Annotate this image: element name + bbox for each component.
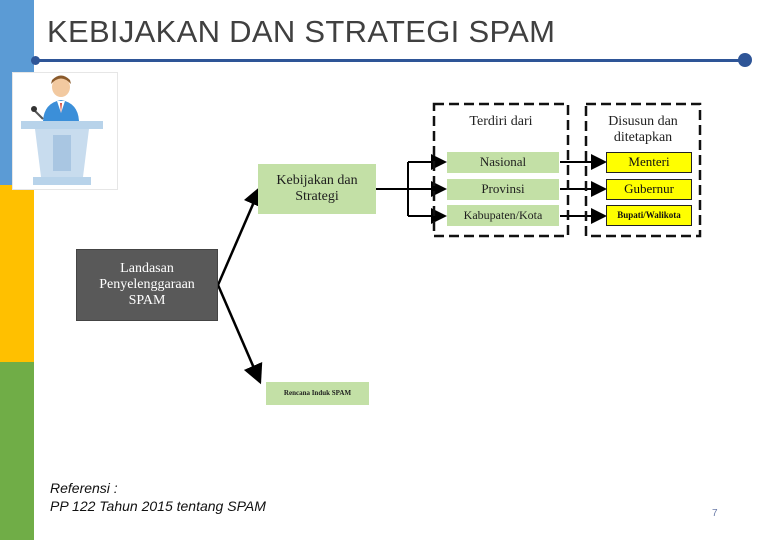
node-kebijakan-strategi: Kebijakan dan Strategi	[258, 164, 376, 214]
level-box-kabupaten: Kabupaten/Kota	[447, 205, 559, 226]
level-box-nasional: Nasional	[447, 152, 559, 173]
node-rencana-induk: Rencana Induk SPAM	[266, 382, 369, 405]
dashed-group-right	[584, 102, 702, 238]
strip-green	[0, 362, 34, 540]
reference-text: PP 122 Tahun 2015 tentang SPAM	[50, 497, 266, 514]
title-underline-dot-right	[738, 53, 752, 67]
column-header-terdiri: Terdiri dari	[469, 114, 533, 129]
page-number: 7	[712, 508, 718, 519]
title-underline-dot-left	[31, 56, 40, 65]
dashed-group-left	[432, 102, 570, 238]
level-box-provinsi: Provinsi	[447, 179, 559, 200]
authority-box-bupati: Bupati/Walikota	[606, 205, 692, 226]
authority-label-menteri: Menteri	[628, 154, 670, 170]
column-header-disusun: Disusun dan ditetapkan	[608, 114, 678, 146]
speaker-at-podium-icon	[21, 75, 103, 185]
authority-label-gubernur: Gubernur	[624, 181, 674, 197]
level-label-provinsi: Provinsi	[481, 181, 525, 197]
connector-root-to-kebijakan	[216, 185, 263, 286]
level-label-nasional: Nasional	[479, 154, 527, 170]
page-title: KEBIJAKAN DAN STRATEGI SPAM	[47, 14, 556, 49]
reference-block: Referensi : PP 122 Tahun 2015 tentang SP…	[50, 480, 266, 515]
node-kebijakan-label: Kebijakan dan Strategi	[276, 172, 358, 204]
connector-root-to-rencana	[216, 284, 263, 385]
authority-box-gubernur: Gubernur	[606, 179, 692, 200]
strip-yellow	[0, 185, 34, 362]
node-rencana-label: Rencana Induk SPAM	[283, 389, 352, 398]
authority-label-bupati: Bupati/Walikota	[617, 210, 681, 221]
illustration-panel	[12, 72, 118, 190]
title-underline	[34, 59, 746, 62]
level-label-kabupaten: Kabupaten/Kota	[463, 207, 543, 222]
reference-label: Referensi :	[50, 480, 118, 496]
node-landasan-label: Landasan Penyelenggaraan SPAM	[99, 260, 195, 309]
node-landasan: Landasan Penyelenggaraan SPAM	[76, 249, 218, 321]
authority-box-menteri: Menteri	[606, 152, 692, 173]
